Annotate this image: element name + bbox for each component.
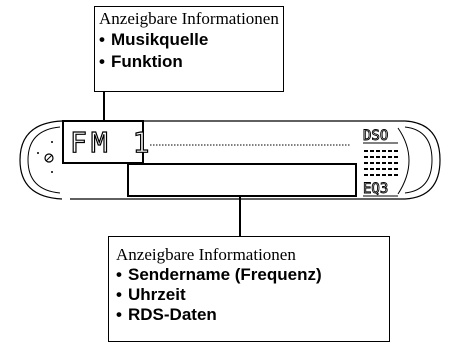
equalizer-bars-icon [364, 150, 398, 176]
source-segment-text: FM 1 [70, 126, 153, 159]
list-item: •Sendername (Frequenz) [116, 265, 322, 284]
list-item: •Musikquelle [99, 30, 209, 49]
eq3-indicator: EQ3 [363, 181, 388, 197]
main-text-display [127, 163, 357, 197]
dso-indicator: DSO [363, 128, 388, 144]
bottom-callout-list: •Sendername (Frequenz) •Uhrzeit •RDS-Dat… [116, 265, 389, 325]
bottom-info-callout: Anzeigbare Informationen •Sendername (Fr… [108, 236, 390, 342]
list-item: •RDS-Daten [116, 305, 217, 324]
list-item: •Uhrzeit [116, 285, 186, 304]
top-info-callout: Anzeigbare Informationen •Musikquelle •F… [94, 6, 284, 92]
list-item: •Funktion [99, 52, 183, 71]
top-callout-heading: Anzeigbare Informationen [99, 9, 279, 28]
faceplate-outline [19, 120, 441, 200]
top-callout-list: •Musikquelle •Funktion [99, 29, 283, 73]
bottom-callout-heading: Anzeigbare Informationen [116, 245, 296, 264]
disc-symbol-icon [37, 141, 54, 173]
source-segment-frame [62, 120, 144, 164]
